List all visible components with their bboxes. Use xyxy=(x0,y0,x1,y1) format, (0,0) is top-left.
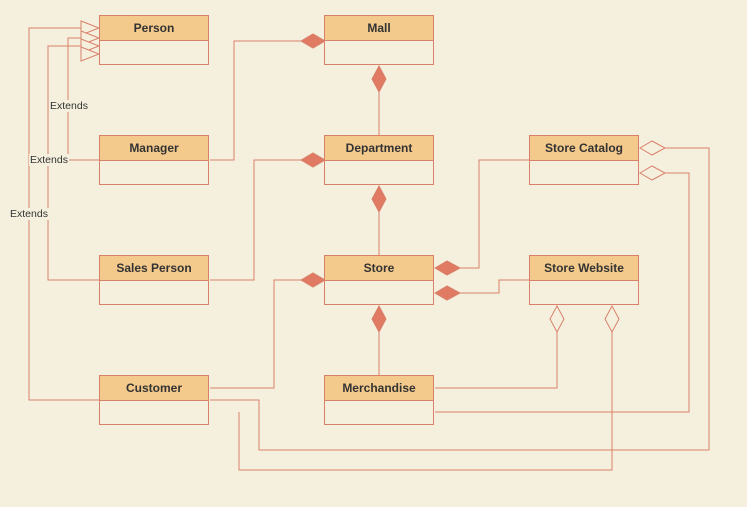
class-name: Department xyxy=(325,136,433,161)
class-store-catalog[interactable]: Store Catalog xyxy=(529,135,639,185)
store-website-store-line xyxy=(460,279,529,294)
aggregation-diamond-icon xyxy=(604,304,620,334)
class-manager[interactable]: Manager xyxy=(99,135,209,185)
extends-label: Extends xyxy=(29,154,69,166)
customer-catalog-line xyxy=(210,147,710,451)
inheritance-arrow-icon xyxy=(80,46,101,62)
class-sales-person[interactable]: Sales Person xyxy=(99,255,209,305)
aggregation-diamond-icon xyxy=(639,165,667,181)
extends-label: Extends xyxy=(49,100,89,112)
store-catalog-store-line xyxy=(460,159,529,269)
customer-store-line xyxy=(210,279,301,389)
customer-website-line xyxy=(238,332,613,471)
inheritance-arrow-icon xyxy=(80,20,101,36)
aggregation-diamond-icon xyxy=(549,304,565,334)
class-name: Merchandise xyxy=(325,376,433,401)
composition-diamond-icon xyxy=(371,184,387,214)
class-store[interactable]: Store xyxy=(324,255,434,305)
manager-mall-line xyxy=(210,40,301,161)
aggregation-diamond-icon xyxy=(639,140,667,156)
composition-diamond-icon xyxy=(434,285,462,301)
composition-diamond-icon xyxy=(434,260,462,276)
class-name: Sales Person xyxy=(100,256,208,281)
composition-diamond-icon xyxy=(300,33,326,49)
merchandise-catalog-line xyxy=(435,172,690,413)
sales-person-department-line xyxy=(210,159,301,281)
class-name: Manager xyxy=(100,136,208,161)
composition-diamond-icon xyxy=(371,304,387,334)
class-name: Mall xyxy=(325,16,433,41)
class-mall[interactable]: Mall xyxy=(324,15,434,65)
composition-diamond-icon xyxy=(300,272,326,288)
composition-diamond-icon xyxy=(371,64,387,94)
class-name: Store Website xyxy=(530,256,638,281)
merchandise-website-line xyxy=(435,332,558,389)
composition-diamond-icon xyxy=(300,152,326,168)
class-name: Customer xyxy=(100,376,208,401)
extends-manager-line xyxy=(67,37,99,161)
class-merchandise[interactable]: Merchandise xyxy=(324,375,434,425)
class-name: Store xyxy=(325,256,433,281)
class-name: Store Catalog xyxy=(530,136,638,161)
class-store-website[interactable]: Store Website xyxy=(529,255,639,305)
class-name: Person xyxy=(100,16,208,41)
class-customer[interactable]: Customer xyxy=(99,375,209,425)
class-person[interactable]: Person xyxy=(99,15,209,65)
extends-label: Extends xyxy=(9,208,49,220)
class-department[interactable]: Department xyxy=(324,135,434,185)
